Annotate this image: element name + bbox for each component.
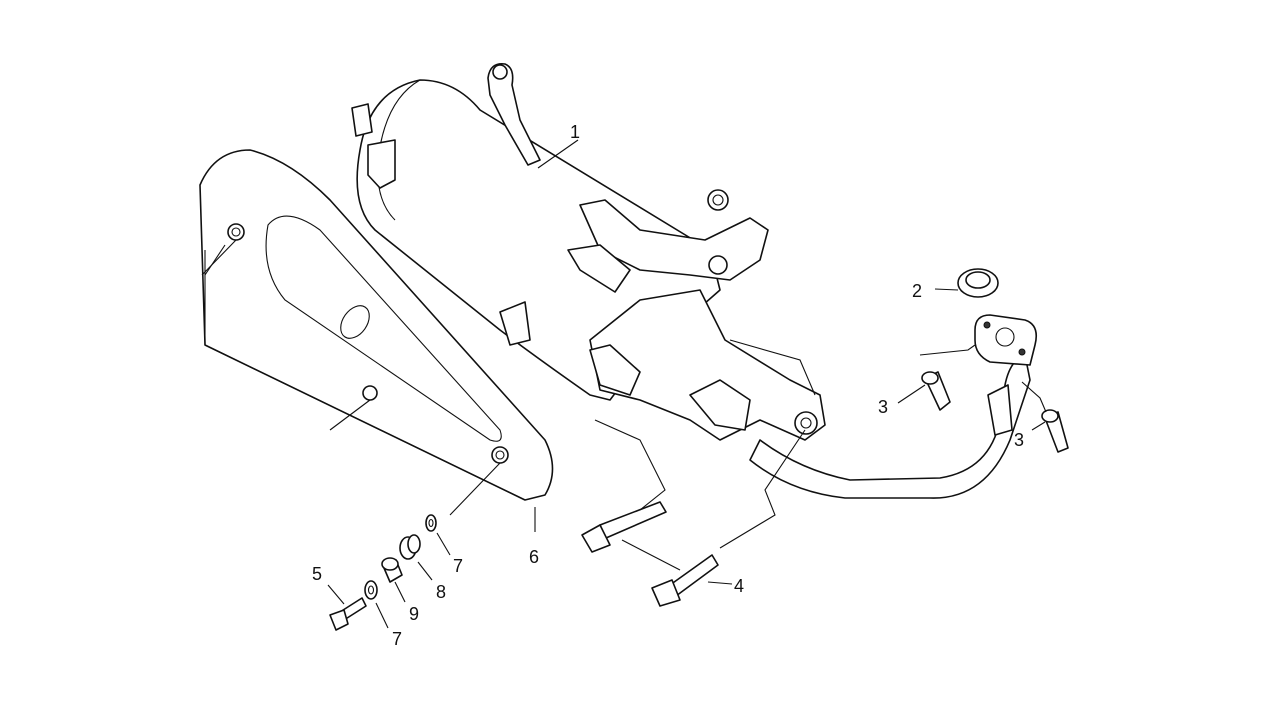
heat-shield [199, 149, 554, 501]
flange-bolt-lower [651, 554, 719, 607]
gasket [957, 268, 999, 298]
callout-2: 2 [912, 281, 922, 301]
washer-7-upper [425, 514, 437, 532]
stud-bolt-left [921, 371, 951, 411]
callout-5: 5 [312, 564, 322, 584]
callout-1: 1 [570, 122, 580, 142]
callout-3-right: 3 [1014, 430, 1024, 450]
callout-8: 8 [436, 582, 446, 602]
leader-lines [201, 139, 1047, 629]
washer-7-lower [364, 580, 378, 600]
screw-5 [329, 597, 367, 631]
flange-bolt-upper [581, 501, 667, 553]
exhaust-pipe [749, 314, 1038, 499]
collar-9 [381, 557, 403, 583]
grommet-8 [399, 534, 421, 560]
callout-labels: 1 2 3 3 4 5 6 7 7 8 9 [312, 122, 1024, 649]
callout-7-lower: 7 [392, 629, 402, 649]
callout-4: 4 [734, 576, 744, 596]
callout-3-left: 3 [878, 397, 888, 417]
muffler-body [351, 62, 826, 441]
callout-7-upper: 7 [453, 556, 463, 576]
callout-9: 9 [409, 604, 419, 624]
stud-bolt-right [1041, 409, 1069, 453]
callout-6: 6 [529, 547, 539, 567]
